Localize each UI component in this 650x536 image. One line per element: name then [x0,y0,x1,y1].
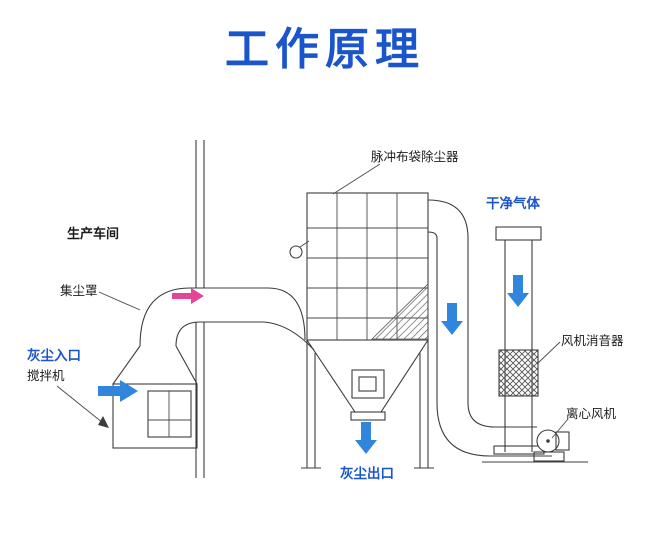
mixer-details [148,391,191,437]
pulse-valve-stem [299,240,310,248]
dust-hood-label: 集尘罩 [60,283,98,298]
label-leader-lines [98,163,569,439]
mixer-pointer-arrowhead-icon [98,416,109,428]
exhaust-stack [504,240,533,452]
workshop-label: 生产车间 [67,226,119,242]
dust-inlet-arrow-icon [98,380,138,402]
hopper-discharge-flange [350,411,386,421]
dust-inlet-label: 灰尘入口 [27,347,81,364]
stack-flow-arrow-icon [507,275,529,307]
hopper-access-box [351,369,385,399]
downcomer-flow-arrow-icon [441,303,463,335]
outlet-duct [427,199,552,457]
fan-hub [546,439,550,443]
pulse-valve-icon [289,245,303,259]
baghouse-hopper [306,339,429,413]
fan-motor [555,431,570,451]
baghouse-box [306,192,429,341]
stack-base-flange [493,445,545,455]
mixer-inner-box [147,390,192,438]
dust-outlet-label: 灰尘出口 [340,465,394,482]
fan-muffler-box [498,349,539,397]
dust-cake-hatch [371,283,429,340]
dust-hood [112,345,198,385]
hopper-access-inner [358,376,377,392]
baghouse-grid [307,193,428,340]
duct-flow-arrow-icon [172,288,204,304]
stack-cap [495,226,542,241]
mixer-label: 搅拌机 [27,368,65,383]
baghouse-legs [301,340,434,469]
pulse-bag-filter-label: 脉冲布袋除尘器 [371,149,459,164]
workshop-wall [195,140,205,478]
fan-base [533,451,565,462]
centrifugal-fan-label: 离心风机 [566,406,617,421]
mixer-pointer-line [56,385,104,424]
dust-outlet-arrow-icon [355,422,377,454]
mixer-body [112,383,198,449]
page-title: 工作原理 [225,24,425,75]
clean-gas-label: 干净气体 [486,195,540,212]
fan-muffler-label: 风机消音器 [561,333,624,348]
inlet-duct [139,287,315,351]
